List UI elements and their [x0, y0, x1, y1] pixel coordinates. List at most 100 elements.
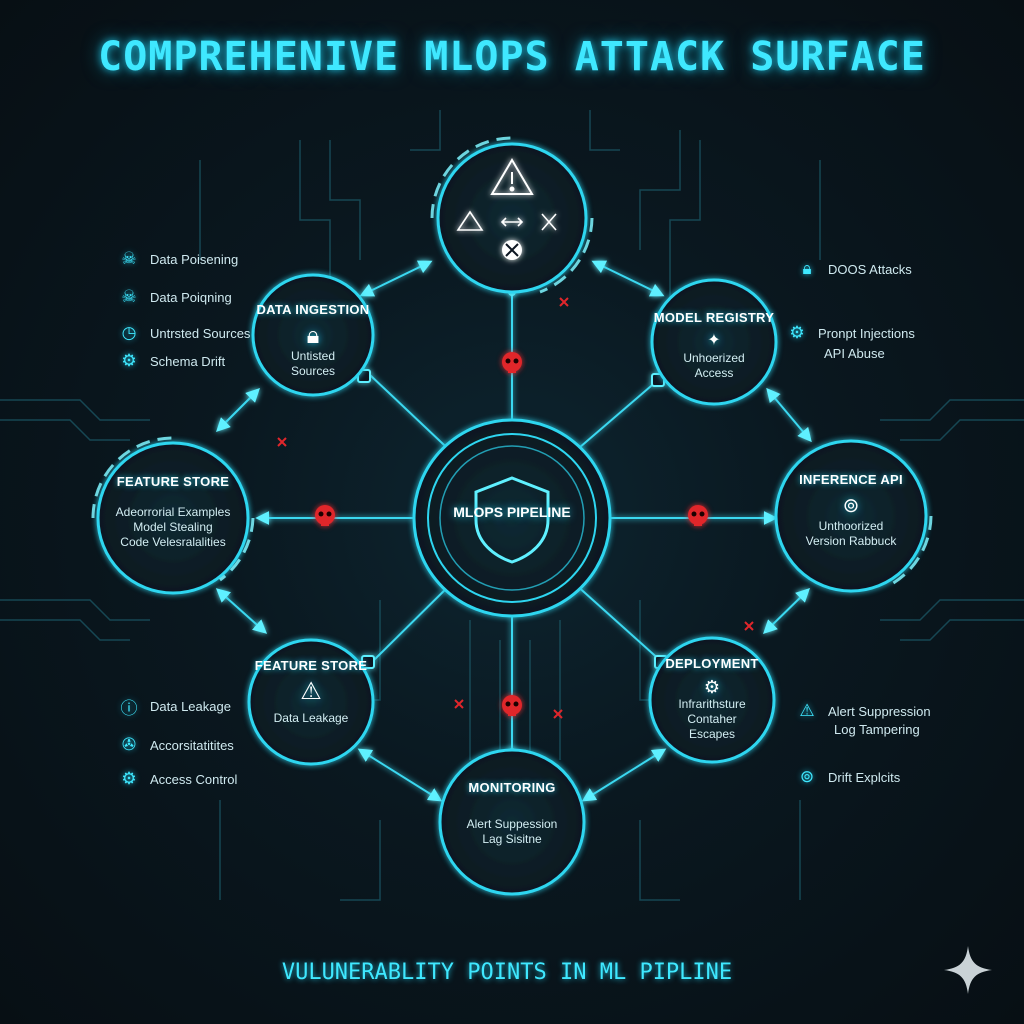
warning-icon — [456, 210, 484, 231]
node-feature-store-lower-ring — [247, 638, 375, 766]
gear-icon: ⚙︎ — [703, 677, 721, 697]
skull-icon — [315, 505, 335, 526]
arrows-icon — [500, 217, 524, 227]
node-inference-api: INFERENCE API ⊚ Unthoorized Version Rabb… — [781, 472, 921, 549]
threat-label: API Abuse — [824, 346, 885, 361]
node-circles — [96, 142, 928, 896]
warning-icon: ⚠︎ — [300, 678, 322, 705]
center-label: MLOPS PIPELINE — [453, 504, 571, 520]
threat-label: Drift Explcits — [828, 769, 901, 785]
node-line: Untisted — [290, 349, 336, 363]
node-monitoring: MONITORING Alert Suppession Lag Sisitne — [442, 780, 582, 847]
threat-list-item: Log Tampering — [834, 722, 920, 737]
node-feature-store-lower: FEATURE STORE ⚠︎ Data Leakage — [251, 658, 371, 726]
node-accent-arcs — [91, 136, 933, 587]
node-line: Escapes — [688, 727, 736, 741]
node-title: DATA INGESTION — [256, 302, 370, 317]
node-title: MONITORING — [468, 780, 556, 795]
node-line: Contaher — [687, 712, 737, 726]
shield-icon — [474, 476, 550, 564]
node-line: Infrarithsture — [678, 697, 746, 711]
threat-label: Pronpt Injections — [818, 325, 915, 341]
shuffle-icon — [541, 213, 557, 231]
threat-label: Log Tampering — [834, 722, 920, 737]
node-line: Access — [694, 366, 734, 380]
node-monitoring-ring — [438, 748, 586, 896]
top-node-icons — [456, 158, 557, 260]
threat-label: Data Poiqning — [150, 289, 232, 305]
target-icon: ⊚ — [799, 767, 815, 786]
footer-caption: VULUNERABLITY POINTS IN ML PIPLINE — [281, 960, 733, 985]
alert-circle-icon: ⓘ — [120, 698, 138, 718]
node-line: Unthoorized — [818, 519, 884, 533]
node-model-registry-ring — [650, 278, 778, 406]
node-deployment: DEPLOYMENT ⚙︎ Infrarithsture Contaher Es… — [652, 656, 772, 742]
threat-label: DOOS Attacks — [828, 261, 912, 277]
gear-icon: ⚙︎ — [789, 323, 805, 342]
node-line: Version Rabbuck — [805, 534, 897, 548]
node-line: Unhoerized — [683, 351, 745, 365]
center-hub — [412, 418, 612, 618]
threat-list-item: API Abuse — [824, 346, 885, 361]
skull-icon — [688, 505, 708, 526]
threat-label: Data Leakage — [150, 698, 231, 714]
node-line: Alert Suppession — [466, 817, 558, 831]
node-title: MODEL REGISTRY — [653, 310, 775, 325]
threat-label: Accorsitatitites — [150, 737, 234, 753]
sparkle-icon — [944, 946, 992, 994]
node-line: Adeorrorial Examples — [115, 505, 231, 519]
node-line: Data Leakage — [273, 711, 349, 725]
node-line: Lag Sisitne — [482, 832, 542, 846]
target-icon: ⊚ — [842, 495, 860, 517]
threat-list-item: ☠︎ Data Poiqning — [118, 286, 232, 308]
lock-icon: 🔒︎ — [306, 322, 320, 349]
threat-list-item: ⓘ Data Leakage — [118, 695, 231, 718]
threat-label: Untrsted Sources — [150, 325, 251, 341]
lock-icon: 🔒︎ — [802, 259, 812, 278]
node-title: FEATURE STORE — [116, 474, 230, 489]
threat-label: Alert Suppression — [828, 703, 931, 719]
threat-list-item: ⚠︎ Alert Suppression — [796, 700, 931, 722]
circuit-background — [0, 110, 1024, 901]
page-title: COMPREHENIVE MLOPS ATTACK SURFACE — [98, 34, 926, 80]
node-deployment-ring — [648, 636, 776, 764]
node-top-ring — [436, 142, 588, 294]
node-inference-api-ring — [774, 439, 928, 593]
threat-list-item: ⚙︎ Pronpt Injections — [786, 322, 915, 344]
node-feature-store-left: FEATURE STORE Adeorrorial Examples Model… — [103, 474, 243, 550]
gear-icon: ⚙︎ — [121, 769, 137, 788]
threat-list-item: ⚙︎ Schema Drift — [118, 350, 225, 372]
threat-list-item: ⊚ Drift Explcits — [796, 766, 900, 788]
node-line: Code Velesralalities — [120, 535, 226, 549]
threat-list-item: ☠︎ Data Poisening — [118, 248, 238, 270]
tools-icon: ✇ — [121, 735, 137, 754]
node-line: Model Stealing — [133, 520, 213, 534]
clock-icon: ◷ — [121, 323, 137, 342]
node-title: FEATURE STORE — [254, 658, 368, 673]
threat-markers — [315, 352, 708, 716]
skull-icon: ☠︎ — [121, 249, 137, 268]
threat-list-item: ✇ Accorsitatitites — [118, 734, 234, 756]
node-data-ingestion-ring — [251, 273, 375, 397]
node-line: Sources — [290, 364, 336, 378]
threat-list-item: 🔒︎ DOOS Attacks — [796, 258, 912, 280]
gear-icon: ⚙︎ — [121, 351, 137, 370]
red-x-markers — [277, 297, 754, 719]
warning-icon: ⚠︎ — [799, 701, 815, 720]
node-feature-store-left-ring — [96, 441, 250, 595]
node-model-registry: MODEL REGISTRY ✦ Unhoerized Access — [652, 310, 776, 381]
threat-label: Data Poisening — [150, 251, 239, 267]
warning-icon — [490, 158, 534, 195]
skull-icon — [502, 352, 522, 373]
bug-icon: ✦ — [707, 332, 721, 349]
skull-icon: ☠︎ — [121, 287, 137, 306]
skull-icon — [502, 695, 522, 716]
threat-label: Access Control — [150, 771, 238, 787]
threat-list-item: ◷ Untrsted Sources — [118, 322, 251, 344]
threat-label: Schema Drift — [150, 353, 226, 369]
node-title: INFERENCE API — [799, 472, 903, 487]
node-data-ingestion: DATA INGESTION 🔒︎ Untisted Sources — [253, 302, 373, 379]
threat-list-item: ⚙︎ Access Control — [118, 768, 237, 790]
